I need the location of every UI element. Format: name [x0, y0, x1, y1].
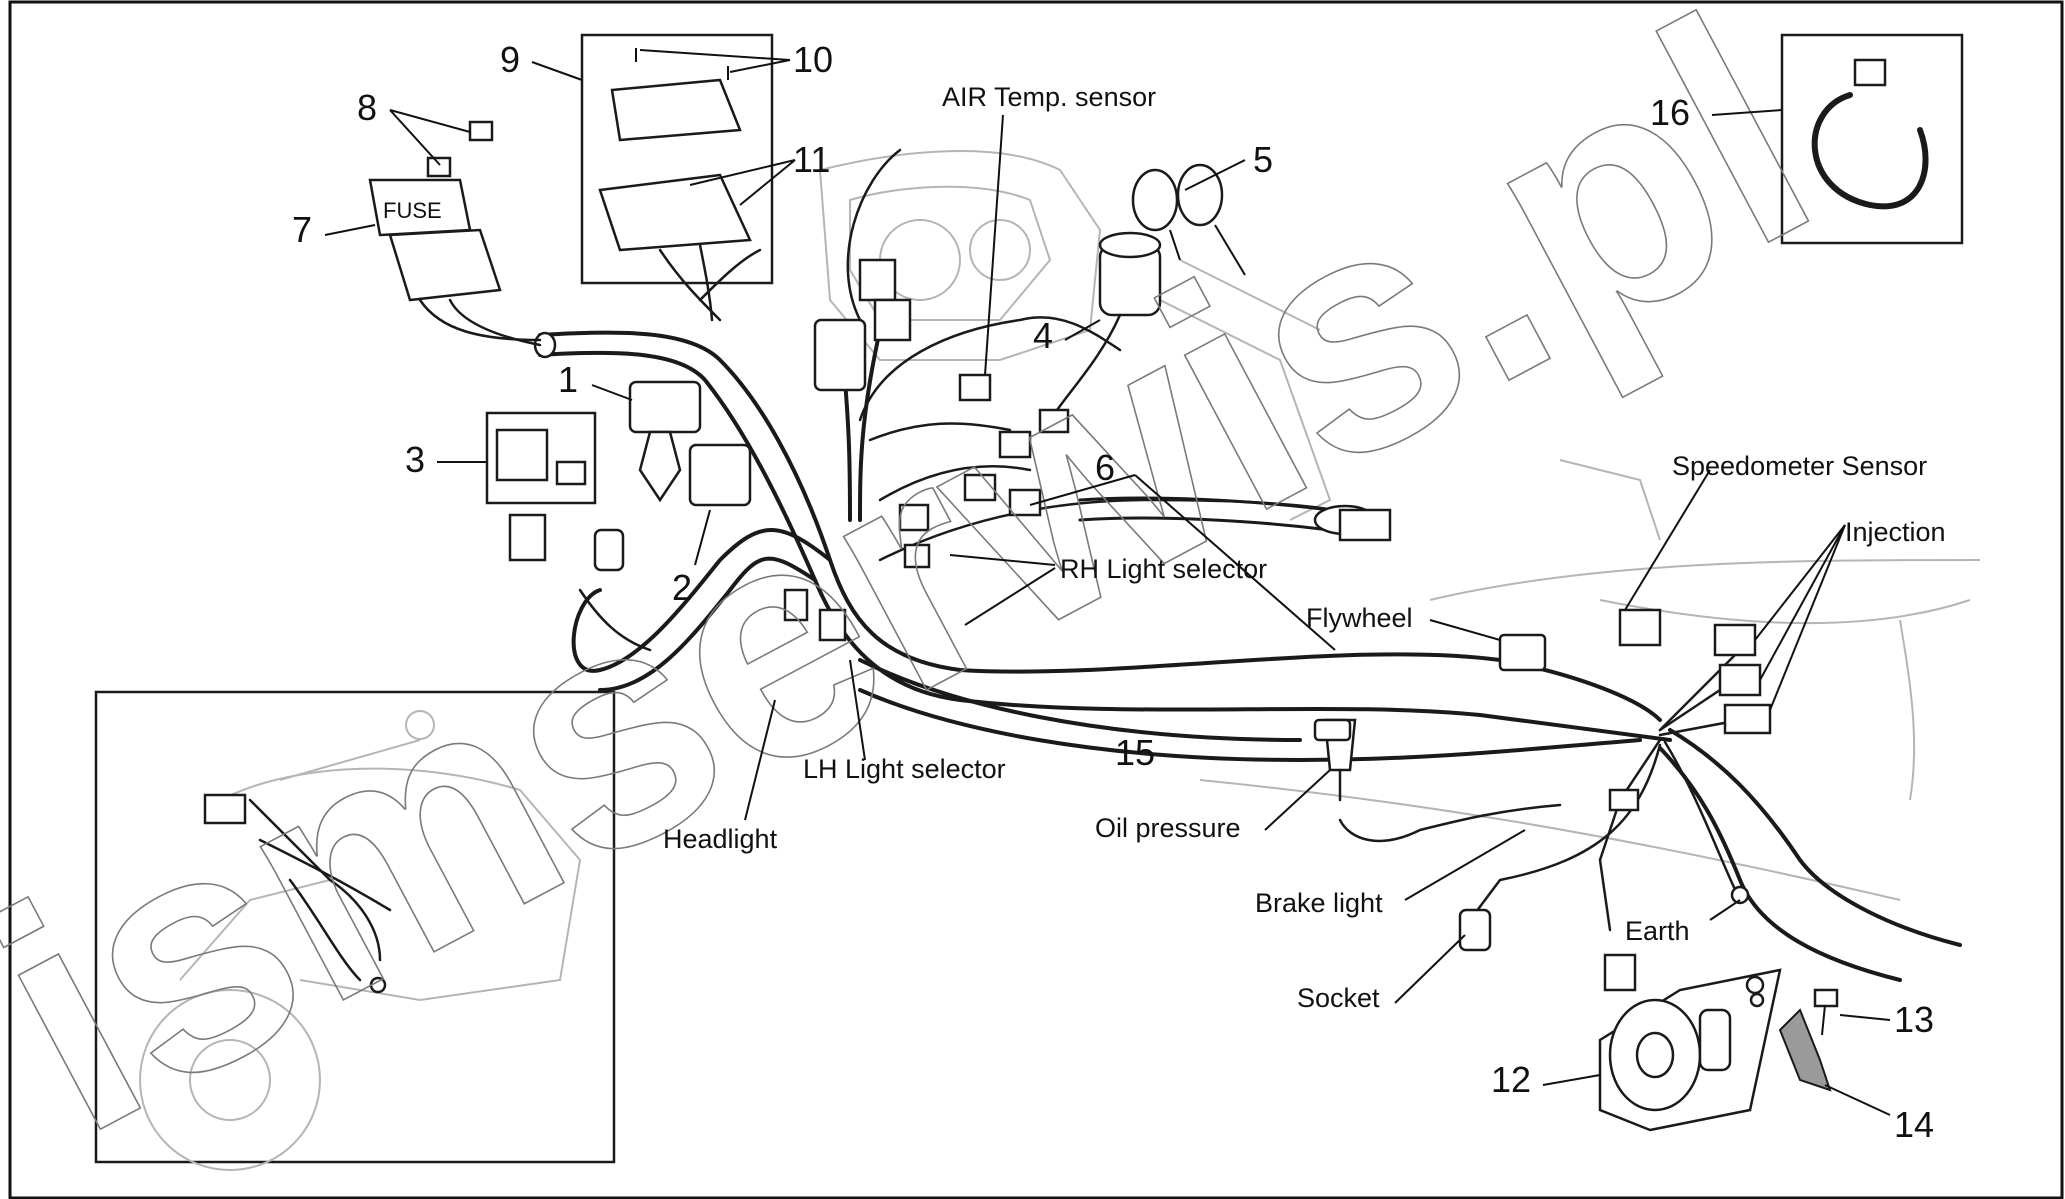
part-number-labels: 1 2 3 4 5 6 7 8 9 10 11 12 13 14 15 16	[292, 39, 1934, 1145]
label-oil-pressure: Oil pressure	[1095, 813, 1241, 843]
part-number-2: 2	[672, 567, 692, 608]
part-number-15: 15	[1115, 732, 1155, 773]
oil-pressure-sensor	[1313, 718, 1352, 742]
horn-12	[1598, 968, 1782, 1132]
fuses-8	[426, 120, 494, 178]
center-connectors	[783, 258, 1070, 642]
background-sketch	[818, 150, 1981, 901]
label-lh-light-selector: LH Light selector	[803, 754, 1006, 784]
part-number-1: 1	[558, 359, 578, 400]
relay-box-9	[580, 33, 774, 322]
part-number-7: 7	[292, 209, 312, 250]
ignition-switch-4	[1048, 231, 1162, 422]
label-flywheel: Flywheel	[1306, 603, 1413, 633]
part-number-8: 8	[357, 87, 377, 128]
relay-2	[688, 443, 752, 507]
part-number-12: 12	[1491, 1059, 1531, 1100]
part-number-6: 6	[1095, 447, 1115, 488]
label-rh-light-selector: RH Light selector	[1060, 554, 1267, 584]
keys-5	[1131, 163, 1246, 276]
part-number-10: 10	[793, 39, 833, 80]
part-number-11: 11	[793, 139, 830, 180]
label-air-temp-sensor: AIR Temp. sensor	[942, 82, 1156, 112]
screw-13	[1813, 988, 1839, 1036]
part-number-5: 5	[1253, 139, 1273, 180]
component-text-labels: AIR Temp. sensor RH Light selector LH Li…	[663, 82, 1946, 1013]
part-number-16: 16	[1650, 92, 1690, 133]
part-number-13: 13	[1894, 999, 1934, 1040]
part-number-4: 4	[1033, 315, 1053, 356]
right-connectors	[1323, 508, 1772, 992]
fuse-box-7: FUSE	[368, 178, 542, 347]
relay-1	[628, 380, 702, 503]
inset-overview-box	[94, 690, 616, 1171]
bracket-14	[1778, 1008, 1832, 1092]
label-speedometer-sensor: Speedometer Sensor	[1672, 451, 1927, 481]
label-socket: Socket	[1297, 983, 1380, 1013]
leader-lines	[324, 49, 1891, 1116]
page-frame	[8, 0, 2064, 1199]
part-number-9: 9	[500, 39, 520, 80]
label-injection: Injection	[1845, 517, 1946, 547]
relay-3-box	[485, 411, 625, 572]
cable-tie-box-16	[1780, 33, 1964, 245]
part-number-3: 3	[405, 439, 425, 480]
label-brake-light: Brake light	[1255, 888, 1383, 918]
fuse-box-text: FUSE	[383, 198, 442, 223]
label-earth: Earth	[1625, 916, 1690, 946]
watermark-text: ismserwis.pl	[0, 0, 1864, 1199]
part-number-14: 14	[1894, 1104, 1934, 1145]
label-headlight: Headlight	[663, 824, 778, 854]
